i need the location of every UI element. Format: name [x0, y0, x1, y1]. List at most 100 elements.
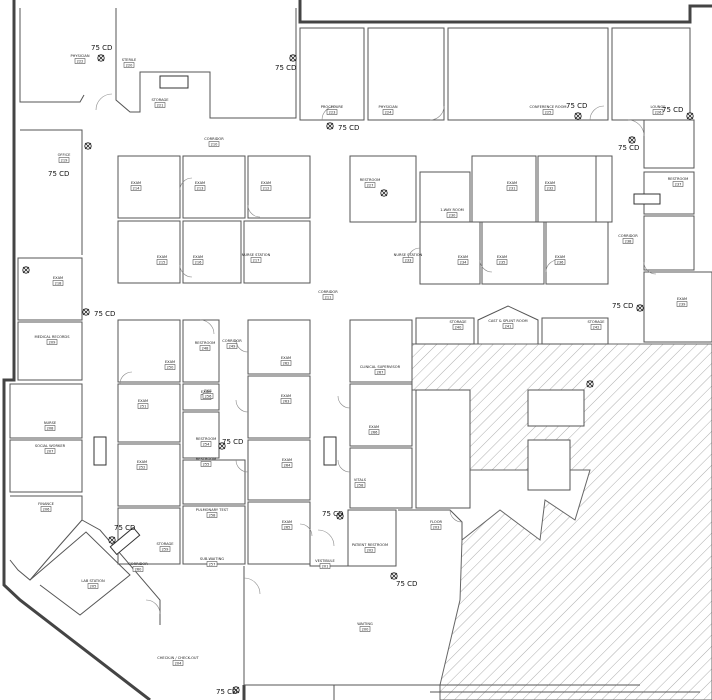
- room-name: CORRIDOR: [618, 234, 638, 238]
- room-number-box: [506, 185, 518, 191]
- room-number-box: [206, 561, 218, 567]
- room-label-vitals: VITALS 258: [354, 478, 367, 488]
- strobe-icon-cross: [97, 54, 105, 62]
- room-number: 249: [229, 345, 237, 349]
- room-number-box: [260, 185, 272, 191]
- room-name: CORRIDOR: [204, 137, 224, 141]
- room-number: 248: [202, 347, 210, 351]
- room-name: FINANCE: [38, 502, 54, 506]
- room-name: NURSE: [44, 421, 57, 425]
- counter-diagonal: [109, 526, 141, 556]
- room-name: LOUNGE: [650, 105, 666, 109]
- room-number-box: [58, 157, 70, 163]
- room-number: 242: [593, 326, 600, 330]
- room-name: CHECK-IN / CHECK-OUT: [157, 656, 199, 660]
- room-name: 1-WAY ROOM: [440, 208, 464, 212]
- room-number: 265: [284, 526, 291, 530]
- room-name: PATIENT RESTROOM: [352, 543, 388, 547]
- room-name: EXAM: [165, 360, 175, 364]
- room-number: 257: [209, 563, 216, 567]
- room-name: STORAGE: [449, 320, 467, 324]
- room-number-box: [672, 181, 684, 187]
- room-name: RESTROOM: [196, 437, 217, 441]
- room-number: 240: [455, 326, 463, 330]
- room-name: STERILE: [122, 58, 137, 62]
- room-number-box: [200, 461, 212, 467]
- room-number-box: [136, 464, 148, 470]
- room-number: 233: [405, 259, 412, 263]
- room-number-box: [496, 259, 508, 265]
- room-label-patient-restroom: PATIENT RESTROOM 202: [352, 543, 388, 553]
- room-name: OFFICE: [58, 153, 72, 157]
- room-number-box: [202, 393, 214, 399]
- room-number-box: [156, 259, 168, 265]
- room-number: 258: [357, 484, 365, 488]
- strobe-icon-cross: [380, 189, 388, 197]
- room-number: 235: [499, 261, 506, 265]
- room-name: EXAM: [545, 181, 555, 185]
- room-number-box: [154, 102, 166, 108]
- room-number: 218: [55, 282, 63, 286]
- room-number: 202: [367, 549, 374, 553]
- room-number: 251: [140, 405, 147, 409]
- room-number-box: [452, 324, 464, 330]
- strobe-icon-cross: [108, 536, 116, 544]
- room-name: CAST & SPLINT ROOM: [488, 319, 527, 323]
- strobe-candela-label: 75 CD: [338, 124, 359, 132]
- strobe-device: 75 CD: [91, 44, 112, 62]
- room-name: EXAM: [137, 460, 147, 464]
- room-number-box: [200, 441, 212, 447]
- room-number-box: [676, 301, 688, 307]
- room-name: CORRIDOR: [318, 290, 338, 294]
- room-number: 213: [197, 187, 204, 191]
- room-number-box: [382, 109, 394, 115]
- room-number: 238: [625, 240, 633, 244]
- room-number-box: [430, 524, 442, 530]
- room-number-box: [52, 280, 64, 286]
- room-label-exam-213: EXAM 213: [194, 181, 206, 191]
- room-number: 200: [362, 628, 370, 632]
- room-number-box: [326, 109, 338, 115]
- strobe-candela-label: 75 CD: [566, 102, 587, 110]
- room-number-box: [164, 364, 176, 370]
- room-number-box: [364, 182, 376, 188]
- strobe-icon-cross: [82, 308, 90, 316]
- counter-top: [159, 75, 189, 89]
- strobe-candela-label: 75 CD: [612, 302, 633, 310]
- room-number: 223: [329, 111, 336, 115]
- room-number: 267: [377, 371, 384, 375]
- room-number: 207: [47, 450, 54, 454]
- room-number: 210: [211, 143, 219, 147]
- strobe-icon-cross: [628, 136, 636, 144]
- room-number-box: [192, 259, 204, 265]
- strobe-icon-cross: [84, 142, 92, 150]
- room-name: EXAM: [195, 181, 205, 185]
- strobe-candela-label: 75 CD: [322, 510, 343, 518]
- strobe-candela-label: 75 CD: [222, 438, 243, 446]
- room-number-box: [130, 185, 142, 191]
- room-name: EXAM: [497, 255, 507, 259]
- room-name: FLOOR: [430, 520, 443, 524]
- room-number-box: [280, 360, 292, 366]
- room-name: VITALS: [354, 478, 367, 482]
- strobe-candela-label: 75 CD: [396, 580, 417, 588]
- room-number-box: [402, 257, 414, 263]
